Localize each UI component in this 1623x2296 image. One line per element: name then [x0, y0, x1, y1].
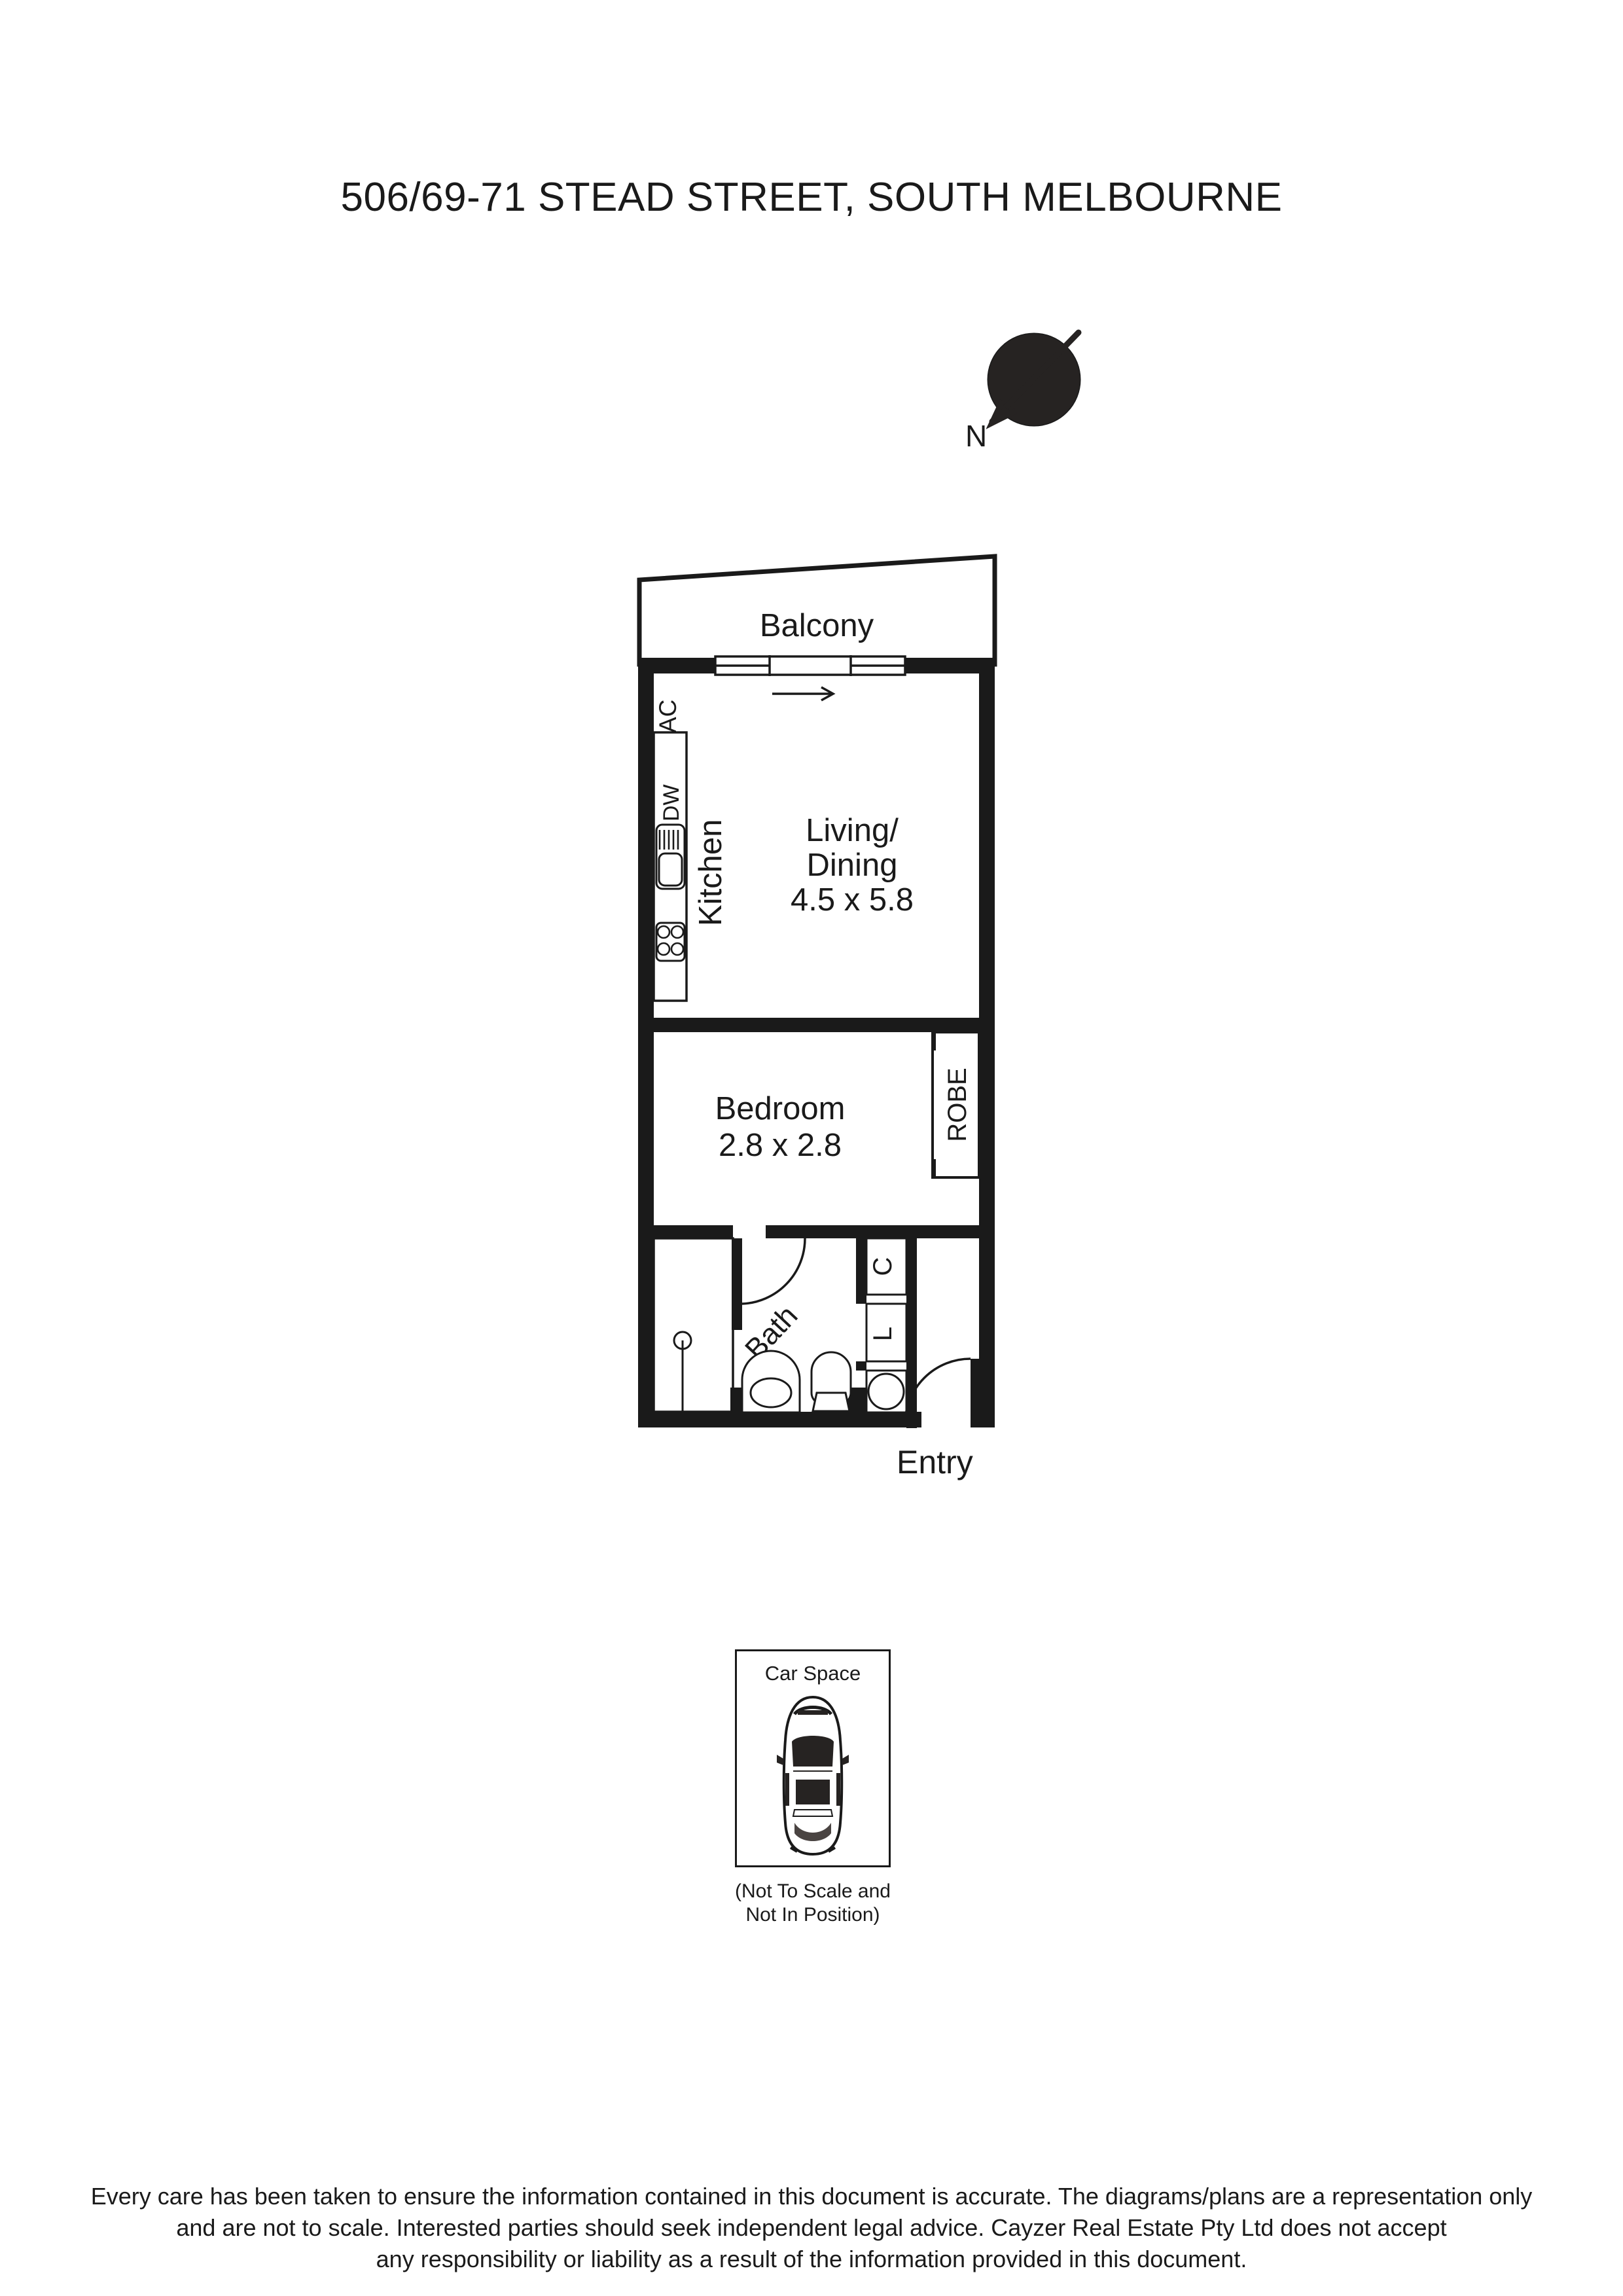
washer-icon	[865, 1369, 908, 1414]
disclaimer-line-1: Every care has been taken to ensure the …	[90, 2183, 1533, 2210]
laundry-l: L	[865, 1302, 908, 1414]
car-space-note-line1: (Not To Scale and	[735, 1880, 891, 1902]
car-space-title: Car Space	[764, 1662, 861, 1685]
robe: ROBE	[931, 1031, 980, 1179]
page-title: 506/69-71 STEAD STREET, SOUTH MELBOURNE	[340, 175, 1283, 220]
car-space-note-line2: Not In Position)	[745, 1904, 880, 1926]
floor-plan: Balcony AC DW	[609, 517, 1027, 1446]
bedroom-partition-wall	[638, 1018, 995, 1032]
sliding-door-icon	[714, 655, 906, 702]
living-label-line2: Dining	[807, 848, 898, 883]
balcony-label: Balcony	[760, 608, 874, 643]
cupboard-label: C	[868, 1257, 897, 1276]
cooktop-icon	[655, 922, 686, 962]
entry-label: Entry	[897, 1444, 973, 1480]
disclaimer-line-3: any responsibility or liability as a res…	[376, 2246, 1247, 2272]
dw-label: DW	[659, 784, 684, 821]
living-label-line1: Living/	[806, 813, 899, 848]
compass-label-n: N	[965, 419, 987, 453]
living-dimensions: 4.5 x 5.8	[791, 882, 914, 918]
bath-partition-wall	[638, 1225, 995, 1238]
laundry-label: L	[868, 1327, 897, 1341]
room-balcony: Balcony	[637, 554, 997, 667]
north-compass: N	[929, 288, 1126, 465]
kitchen-bench: DW	[652, 731, 688, 1002]
bath-door-icon	[741, 1238, 806, 1305]
cupboard-c: C	[865, 1237, 908, 1296]
bedroom-name: Bedroom	[715, 1091, 846, 1126]
robe-label: ROBE	[943, 1067, 972, 1141]
disclaimer-line-2: and are not to scale. Interested parties…	[176, 2214, 1447, 2241]
basin-icon	[741, 1350, 801, 1414]
shower-icon	[652, 1237, 734, 1413]
bedroom-dimensions: 2.8 x 2.8	[719, 1128, 842, 1163]
north-arrow-icon: N	[965, 329, 1082, 453]
car-space-box: Car Space	[735, 1649, 891, 1867]
sink-icon	[655, 823, 686, 890]
car-space-note: (Not To Scale and Not In Position)	[735, 1880, 891, 1927]
ac-label: AC	[654, 700, 681, 733]
kitchen-label: Kitchen	[693, 819, 728, 926]
car-icon	[775, 1695, 851, 1857]
disclaimer: Every care has been taken to ensure the …	[0, 2181, 1623, 2275]
entry-door-icon	[904, 1357, 979, 1429]
bedroom-label: Bedroom 2.8 x 2.8	[715, 1091, 846, 1163]
living-dining-label: Living/ Dining 4.5 x 5.8	[791, 813, 914, 918]
toilet-icon	[810, 1351, 852, 1412]
